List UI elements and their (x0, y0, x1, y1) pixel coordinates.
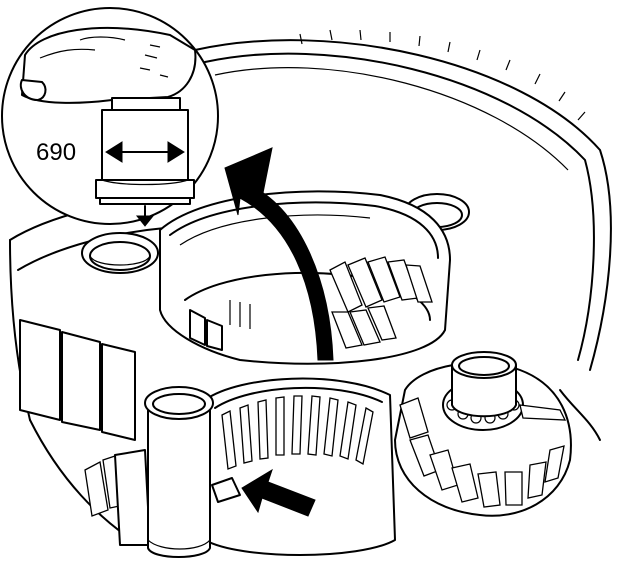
top-bore-left (81, 232, 159, 274)
rim-ticks (299, 29, 586, 121)
sun-gear-teeth (329, 256, 433, 349)
curved-arrow-icon (224, 147, 334, 361)
down-arrow-icon (135, 205, 155, 227)
callout-label-690: 690 (36, 139, 76, 166)
magnified-inset: 690 (1, 7, 219, 227)
tool-690 (95, 97, 195, 205)
finger-icon (19, 26, 197, 104)
planet-gear-left (84, 449, 151, 546)
pointer-arrow-icon (241, 468, 316, 517)
pinion-pin-front (144, 386, 241, 558)
outer-housing (9, 29, 612, 546)
internal-spline-ring (204, 377, 396, 556)
double-arrow-icon (105, 141, 185, 163)
planet-gear-right (394, 351, 572, 517)
spline-teeth (221, 395, 374, 470)
